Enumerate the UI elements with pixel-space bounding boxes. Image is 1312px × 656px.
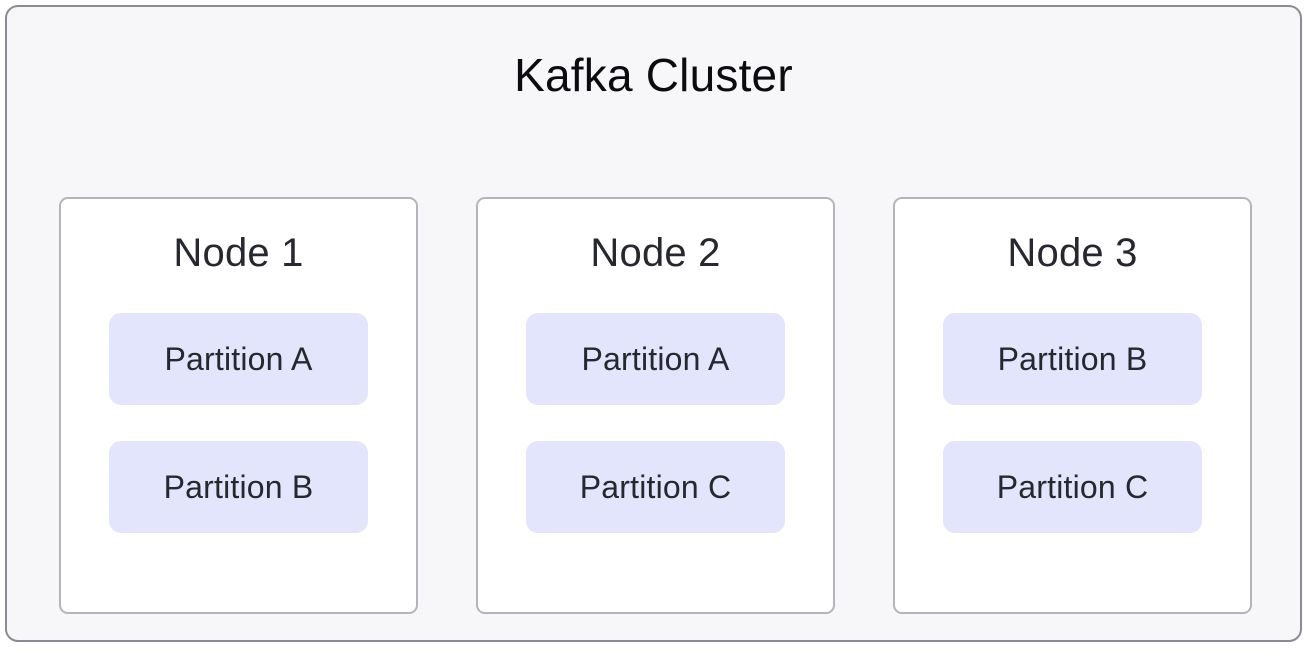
partition-list: Partition A Partition C bbox=[478, 313, 833, 533]
node-title: Node 1 bbox=[173, 231, 304, 275]
nodes-row: Node 1 Partition A Partition B Node 2 Pa… bbox=[59, 197, 1252, 614]
node-card-2[interactable]: Node 2 Partition A Partition C bbox=[476, 197, 835, 614]
partition-pill[interactable]: Partition C bbox=[526, 441, 785, 533]
partition-pill[interactable]: Partition B bbox=[943, 313, 1202, 405]
node-title: Node 2 bbox=[590, 231, 721, 275]
partition-pill[interactable]: Partition B bbox=[109, 441, 368, 533]
node-card-3[interactable]: Node 3 Partition B Partition C bbox=[893, 197, 1252, 614]
node-title: Node 3 bbox=[1007, 231, 1138, 275]
partition-list: Partition B Partition C bbox=[895, 313, 1250, 533]
partition-pill[interactable]: Partition C bbox=[943, 441, 1202, 533]
cluster-title: Kafka Cluster bbox=[514, 49, 793, 101]
partition-pill[interactable]: Partition A bbox=[526, 313, 785, 405]
node-card-1[interactable]: Node 1 Partition A Partition B bbox=[59, 197, 418, 614]
kafka-cluster-container: Kafka Cluster Node 1 Partition A Partiti… bbox=[5, 5, 1302, 642]
partition-list: Partition A Partition B bbox=[61, 313, 416, 533]
partition-pill[interactable]: Partition A bbox=[109, 313, 368, 405]
